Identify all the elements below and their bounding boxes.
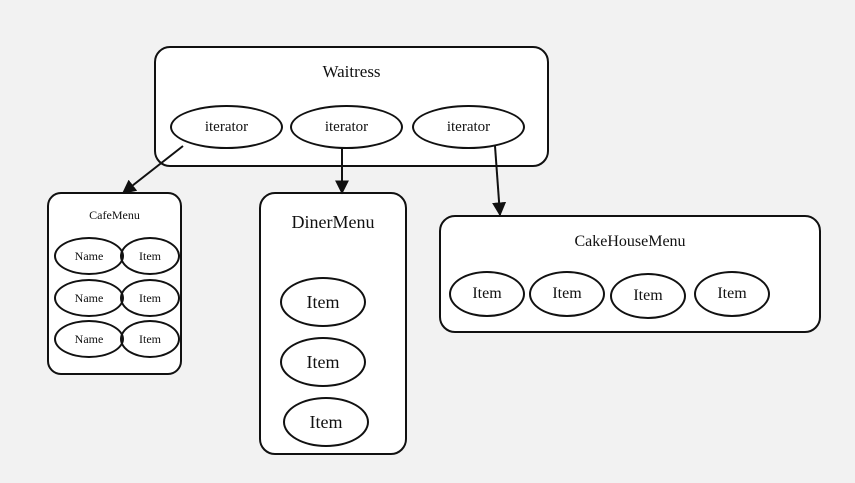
cakehouse-menu-title: CakeHouseMenu	[574, 233, 686, 250]
cakehouse-item-oval: Item	[529, 271, 605, 317]
diner-item-oval: Item	[283, 397, 369, 447]
arrow-to-cafe-menu	[121, 145, 184, 194]
diner-menu-title: DinerMenu	[291, 212, 375, 232]
cakehouse-item-oval: Item	[694, 271, 770, 317]
arrow-to-cakehouse-menu	[492, 145, 507, 217]
cakehouse-menu-box: CakeHouseMenu Item Item Item Item	[439, 215, 821, 333]
cafe-item-oval: Item	[120, 320, 180, 358]
cafe-item-oval: Item	[120, 237, 180, 275]
diner-item-oval: Item	[280, 277, 366, 327]
cafe-item-oval: Item	[120, 279, 180, 317]
iterator-cakehouse: iterator	[412, 105, 525, 149]
cafe-menu-title: CafeMenu	[89, 208, 140, 222]
iterator-cafe: iterator	[170, 105, 283, 149]
waitress-title: Waitress	[322, 62, 381, 81]
iterator-diner: iterator	[290, 105, 403, 149]
cafe-menu-box: CafeMenu Name Item Name Item Name Item	[47, 192, 182, 375]
cakehouse-item-oval: Item	[610, 273, 686, 319]
diner-menu-box: DinerMenu Item Item Item	[259, 192, 407, 455]
diner-item-oval: Item	[280, 337, 366, 387]
cakehouse-item-oval: Item	[449, 271, 525, 317]
waitress-box: Waitress iterator iterator iterator	[154, 46, 549, 167]
